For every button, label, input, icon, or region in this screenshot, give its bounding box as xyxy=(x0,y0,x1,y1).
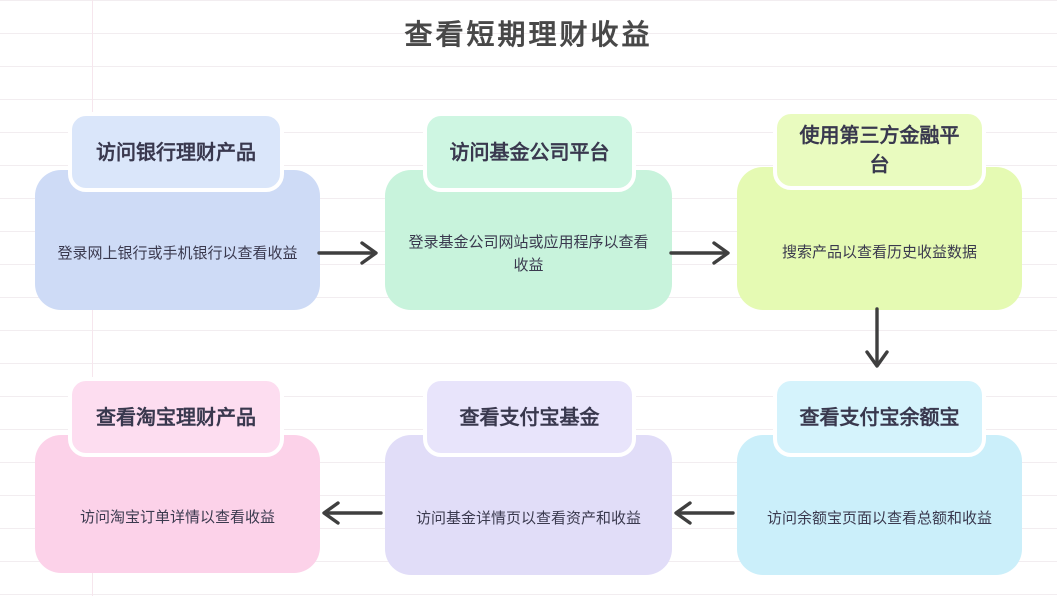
node-bank-body: 登录网上银行或手机银行以查看收益 xyxy=(35,170,320,310)
node-yuebao-header: 查看支付宝余额宝 xyxy=(773,377,986,457)
node-yuebao-description: 访问余额宝页面以查看总额和收益 xyxy=(766,509,992,528)
node-fund-company-header: 访问基金公司平台 xyxy=(423,112,636,192)
arrow-bank-to-fund-company-icon xyxy=(316,237,384,273)
node-yuebao-body: 访问余额宝页面以查看总额和收益 xyxy=(737,435,1022,575)
node-alipay-fund-body: 访问基金详情页以查看资产和收益 xyxy=(385,435,672,575)
node-fund-company-description: 登录基金公司网站或应用程序以查看收益 xyxy=(408,232,649,274)
arrow-yuebao-to-alipay-fund-icon xyxy=(668,497,736,533)
node-taobao-body: 访问淘宝订单详情以查看收益 xyxy=(35,435,320,573)
arrow-third-party-to-yuebao-icon xyxy=(861,306,893,378)
diagram-title: 查看短期理财收益 xyxy=(404,18,653,51)
node-alipay-fund-header: 查看支付宝基金 xyxy=(423,377,636,457)
node-bank-description: 登录网上银行或手机银行以查看收益 xyxy=(57,244,298,263)
node-bank-header: 访问银行理财产品 xyxy=(68,112,284,192)
node-third-party-header: 使用第三方金融平台 xyxy=(773,110,986,190)
node-fund-company-body: 登录基金公司网站或应用程序以查看收益 xyxy=(385,170,672,310)
node-alipay-fund-description: 访问基金详情页以查看资产和收益 xyxy=(415,509,641,528)
node-taobao-description: 访问淘宝订单详情以查看收益 xyxy=(79,508,275,527)
node-third-party-description: 搜索产品以查看历史收益数据 xyxy=(781,242,977,261)
arrow-alipay-fund-to-taobao-icon xyxy=(316,497,384,533)
node-taobao-header: 查看淘宝理财产品 xyxy=(68,377,284,457)
arrow-fund-company-to-third-party-icon xyxy=(668,237,736,273)
node-third-party-body: 搜索产品以查看历史收益数据 xyxy=(737,167,1022,310)
